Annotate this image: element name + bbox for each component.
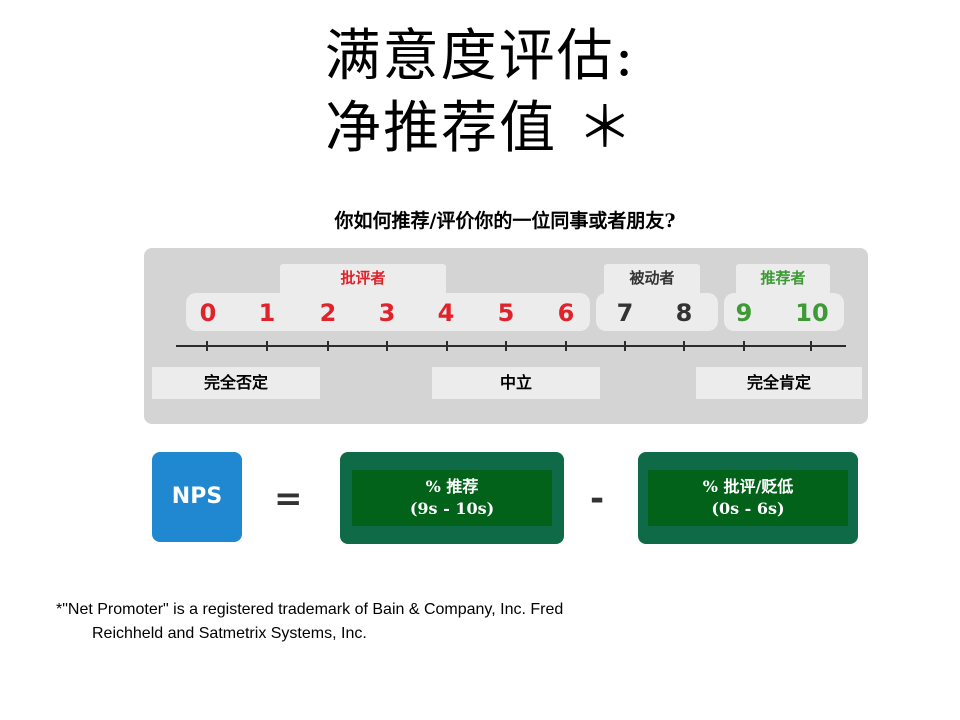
category-passives-label: 被动者 [604,264,700,294]
axis-tick [810,341,812,351]
score-8: 8 [675,299,693,327]
score-10: 10 [795,299,829,327]
score-7: 7 [616,299,634,327]
detractors-formula-range: (0s - 6s) [711,499,785,518]
category-promoters-label: 推荐者 [736,264,830,294]
title-line-1: 满意度评估: [324,24,636,89]
axis-tick [446,341,448,351]
detractors-formula-box: % 批评/贬低 (0s - 6s) [638,452,858,544]
axis-tick [505,341,507,351]
minus-sign: - [590,479,605,519]
anchor-middle-label: 中立 [432,367,600,399]
equals-sign: = [274,479,303,519]
detractors-formula-label: % 批评/贬低 [702,477,794,496]
score-9: 9 [735,299,753,327]
category-detractors-label: 批评者 [280,264,446,294]
score-2: 2 [319,299,337,327]
footnote-line-2: Reichheld and Satmetrix Systems, Inc. [92,625,367,642]
scale-axis-line [176,345,846,347]
score-6: 6 [557,299,575,327]
anchor-left-label: 完全否定 [152,367,320,399]
trademark-footnote: *"Net Promoter" is a registered trademar… [56,598,676,646]
axis-tick [206,341,208,351]
score-4: 4 [437,299,455,327]
axis-tick [624,341,626,351]
title-line-2: 净推荐值 ＊ [325,96,635,161]
axis-tick [327,341,329,351]
score-3: 3 [378,299,396,327]
promoters-formula-label: % 推荐 [425,477,479,496]
score-0: 0 [199,299,217,327]
promoters-formula-inner: % 推荐 (9s - 10s) [352,470,552,526]
promoters-formula-box: % 推荐 (9s - 10s) [340,452,564,544]
anchor-right-label: 完全肯定 [696,367,862,399]
axis-tick [266,341,268,351]
axis-tick [386,341,388,351]
footnote-line-1: *"Net Promoter" is a registered trademar… [56,601,564,618]
detractor-score-band [186,293,590,331]
promoter-score-band [724,293,844,331]
promoters-formula-range: (9s - 10s) [409,499,495,518]
nps-badge: NPS [152,452,242,542]
passive-score-band [596,293,718,331]
axis-tick [565,341,567,351]
survey-question: 你如何推荐/评价你的一位同事或者朋友? [334,210,676,232]
axis-tick [743,341,745,351]
score-1: 1 [258,299,276,327]
axis-tick [683,341,685,351]
detractors-formula-inner: % 批评/贬低 (0s - 6s) [648,470,848,526]
score-5: 5 [497,299,515,327]
